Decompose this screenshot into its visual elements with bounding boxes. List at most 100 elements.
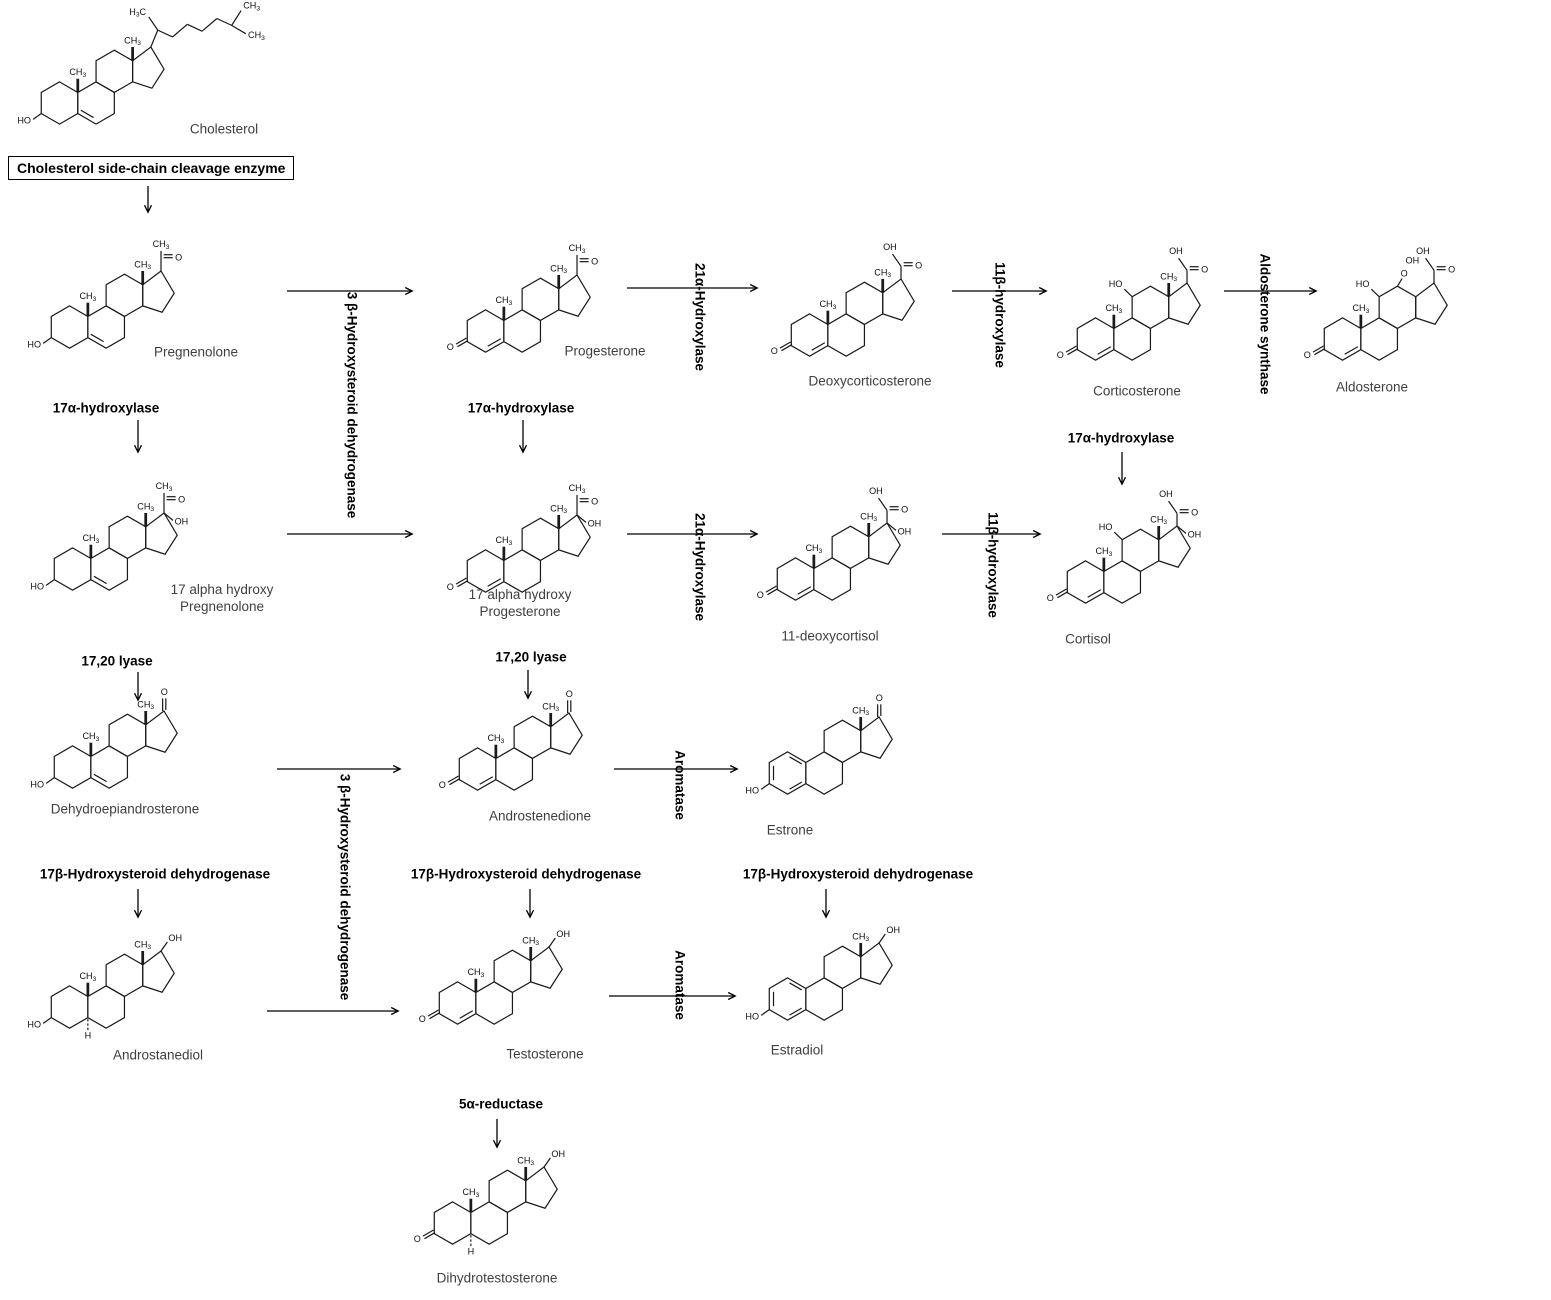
- compound-label-pregnenolone: Pregnenolone: [153, 344, 239, 360]
- svg-text:CH3: CH3: [550, 263, 567, 275]
- svg-text:OH: OH: [175, 517, 189, 527]
- svg-text:CH3: CH3: [124, 35, 141, 47]
- svg-text:CH3: CH3: [487, 733, 504, 745]
- svg-text:O: O: [178, 494, 185, 504]
- svg-text:CH3: CH3: [805, 543, 822, 555]
- svg-text:O: O: [447, 342, 454, 352]
- compound-label-17-alpha-hydroxypregnenolone: 17 alpha hydroxy Pregnenolone: [170, 582, 274, 614]
- svg-text:CH3: CH3: [522, 935, 539, 947]
- compound-label-testosterone: Testosterone: [506, 1046, 584, 1062]
- enzyme-label-12: 3 β-Hydroxysteroid dehydrogenase: [337, 773, 353, 1001]
- compound-label-deoxycorticosterone: Deoxycorticosterone: [808, 373, 932, 389]
- svg-text:CH3: CH3: [852, 931, 869, 943]
- enzyme-label-9: 11β-hydroxylase: [985, 512, 1001, 618]
- svg-text:CH3: CH3: [874, 267, 891, 279]
- svg-text:HO: HO: [30, 780, 44, 790]
- svg-text:CH3: CH3: [495, 295, 512, 307]
- svg-text:H: H: [85, 1031, 92, 1041]
- enzyme-label-17: Aromatase: [672, 950, 688, 1020]
- svg-text:O: O: [1191, 507, 1198, 517]
- svg-text:O: O: [757, 590, 764, 600]
- svg-text:CH3: CH3: [467, 967, 484, 979]
- svg-text:H: H: [468, 1247, 475, 1257]
- enzyme-label-5: 17α-hydroxylase: [52, 400, 160, 416]
- svg-text:HO: HO: [1109, 279, 1123, 289]
- compound-label-progesterone: Progesterone: [564, 343, 646, 359]
- compound-label-cholesterol: Cholesterol: [189, 121, 259, 137]
- enzyme-label-10: 17,20 lyase: [81, 653, 153, 669]
- enzyme-label-15: 17β-Hydroxysteroid dehydrogenase: [410, 866, 642, 882]
- svg-text:CH3: CH3: [82, 731, 99, 743]
- svg-text:CH3: CH3: [1160, 271, 1177, 283]
- svg-text:O: O: [876, 693, 883, 703]
- svg-text:OH: OH: [556, 929, 570, 939]
- svg-text:CH3: CH3: [1095, 546, 1112, 558]
- compound-label-estrone: Estrone: [766, 822, 814, 838]
- svg-text:O: O: [414, 1234, 421, 1244]
- svg-text:O: O: [1057, 350, 1064, 360]
- enzyme-label-11: 17,20 lyase: [495, 649, 567, 665]
- enzyme-label-4: Aldosterone synthase: [1257, 253, 1273, 395]
- svg-text:CH3: CH3: [462, 1187, 479, 1199]
- compound-label-corticosterone: Corticosterone: [1093, 383, 1181, 399]
- svg-text:HO: HO: [27, 340, 41, 350]
- svg-text:CH3: CH3: [1150, 514, 1167, 526]
- estrone-structure: HO CH3 O: [745, 693, 893, 796]
- svg-text:CH3: CH3: [517, 1155, 534, 1167]
- enzyme-label-1: 3 β-Hydroxysteroid dehydrogenase: [344, 291, 360, 519]
- enzyme-label-6: 17α-hydroxylase: [467, 400, 575, 416]
- compound-label-androstanediol: Androstanediol: [112, 1047, 204, 1063]
- compound-label-11-deoxycortisol: 11-deoxycortisol: [781, 628, 879, 644]
- svg-text:OH: OH: [1169, 246, 1183, 256]
- svg-text:CH3: CH3: [852, 705, 869, 717]
- svg-text:O: O: [901, 504, 908, 514]
- svg-text:O: O: [915, 260, 922, 270]
- svg-text:CH3: CH3: [495, 535, 512, 547]
- svg-text:O: O: [175, 252, 182, 262]
- svg-text:O: O: [447, 582, 454, 592]
- compound-label-androstenedione: Androstenedione: [488, 808, 592, 824]
- svg-text:OH: OH: [1406, 255, 1420, 265]
- svg-text:OH: OH: [1159, 489, 1173, 499]
- svg-text:OH: OH: [1188, 530, 1202, 540]
- enzyme-label-0: Cholesterol side-chain cleavage enzyme: [8, 156, 295, 180]
- enzyme-label-18: 5α-reductase: [458, 1096, 544, 1112]
- svg-text:HO: HO: [745, 786, 759, 796]
- svg-text:CH3: CH3: [134, 939, 151, 951]
- svg-text:CH3: CH3: [550, 503, 567, 515]
- svg-text:CH3: CH3: [243, 0, 260, 12]
- compound-label-estradiol: Estradiol: [770, 1042, 824, 1058]
- svg-text:O: O: [771, 346, 778, 356]
- svg-text:OH: OH: [898, 527, 912, 537]
- svg-text:O: O: [1047, 593, 1054, 603]
- svg-text:CH3: CH3: [569, 243, 586, 255]
- svg-text:CH3: CH3: [569, 483, 586, 495]
- enzyme-label-16: 17β-Hydroxysteroid dehydrogenase: [742, 866, 974, 882]
- svg-text:OH: OH: [588, 519, 602, 529]
- svg-text:OH: OH: [168, 933, 182, 943]
- svg-text:CH3: CH3: [134, 259, 151, 271]
- svg-text:HO: HO: [27, 1020, 41, 1030]
- svg-text:CH3: CH3: [248, 30, 265, 42]
- svg-text:HO: HO: [1099, 522, 1113, 532]
- svg-text:HO: HO: [30, 582, 44, 592]
- enzyme-label-7: 17α-hydroxylase: [1067, 430, 1175, 446]
- compound-label-aldosterone: Aldosterone: [1335, 379, 1409, 395]
- svg-text:CH3: CH3: [819, 299, 836, 311]
- svg-text:OH: OH: [551, 1149, 565, 1159]
- enzyme-label-13: Aromatase: [672, 750, 688, 820]
- svg-text:O: O: [1201, 264, 1208, 274]
- svg-text:CH3: CH3: [156, 481, 173, 493]
- svg-text:CH3: CH3: [79, 291, 96, 303]
